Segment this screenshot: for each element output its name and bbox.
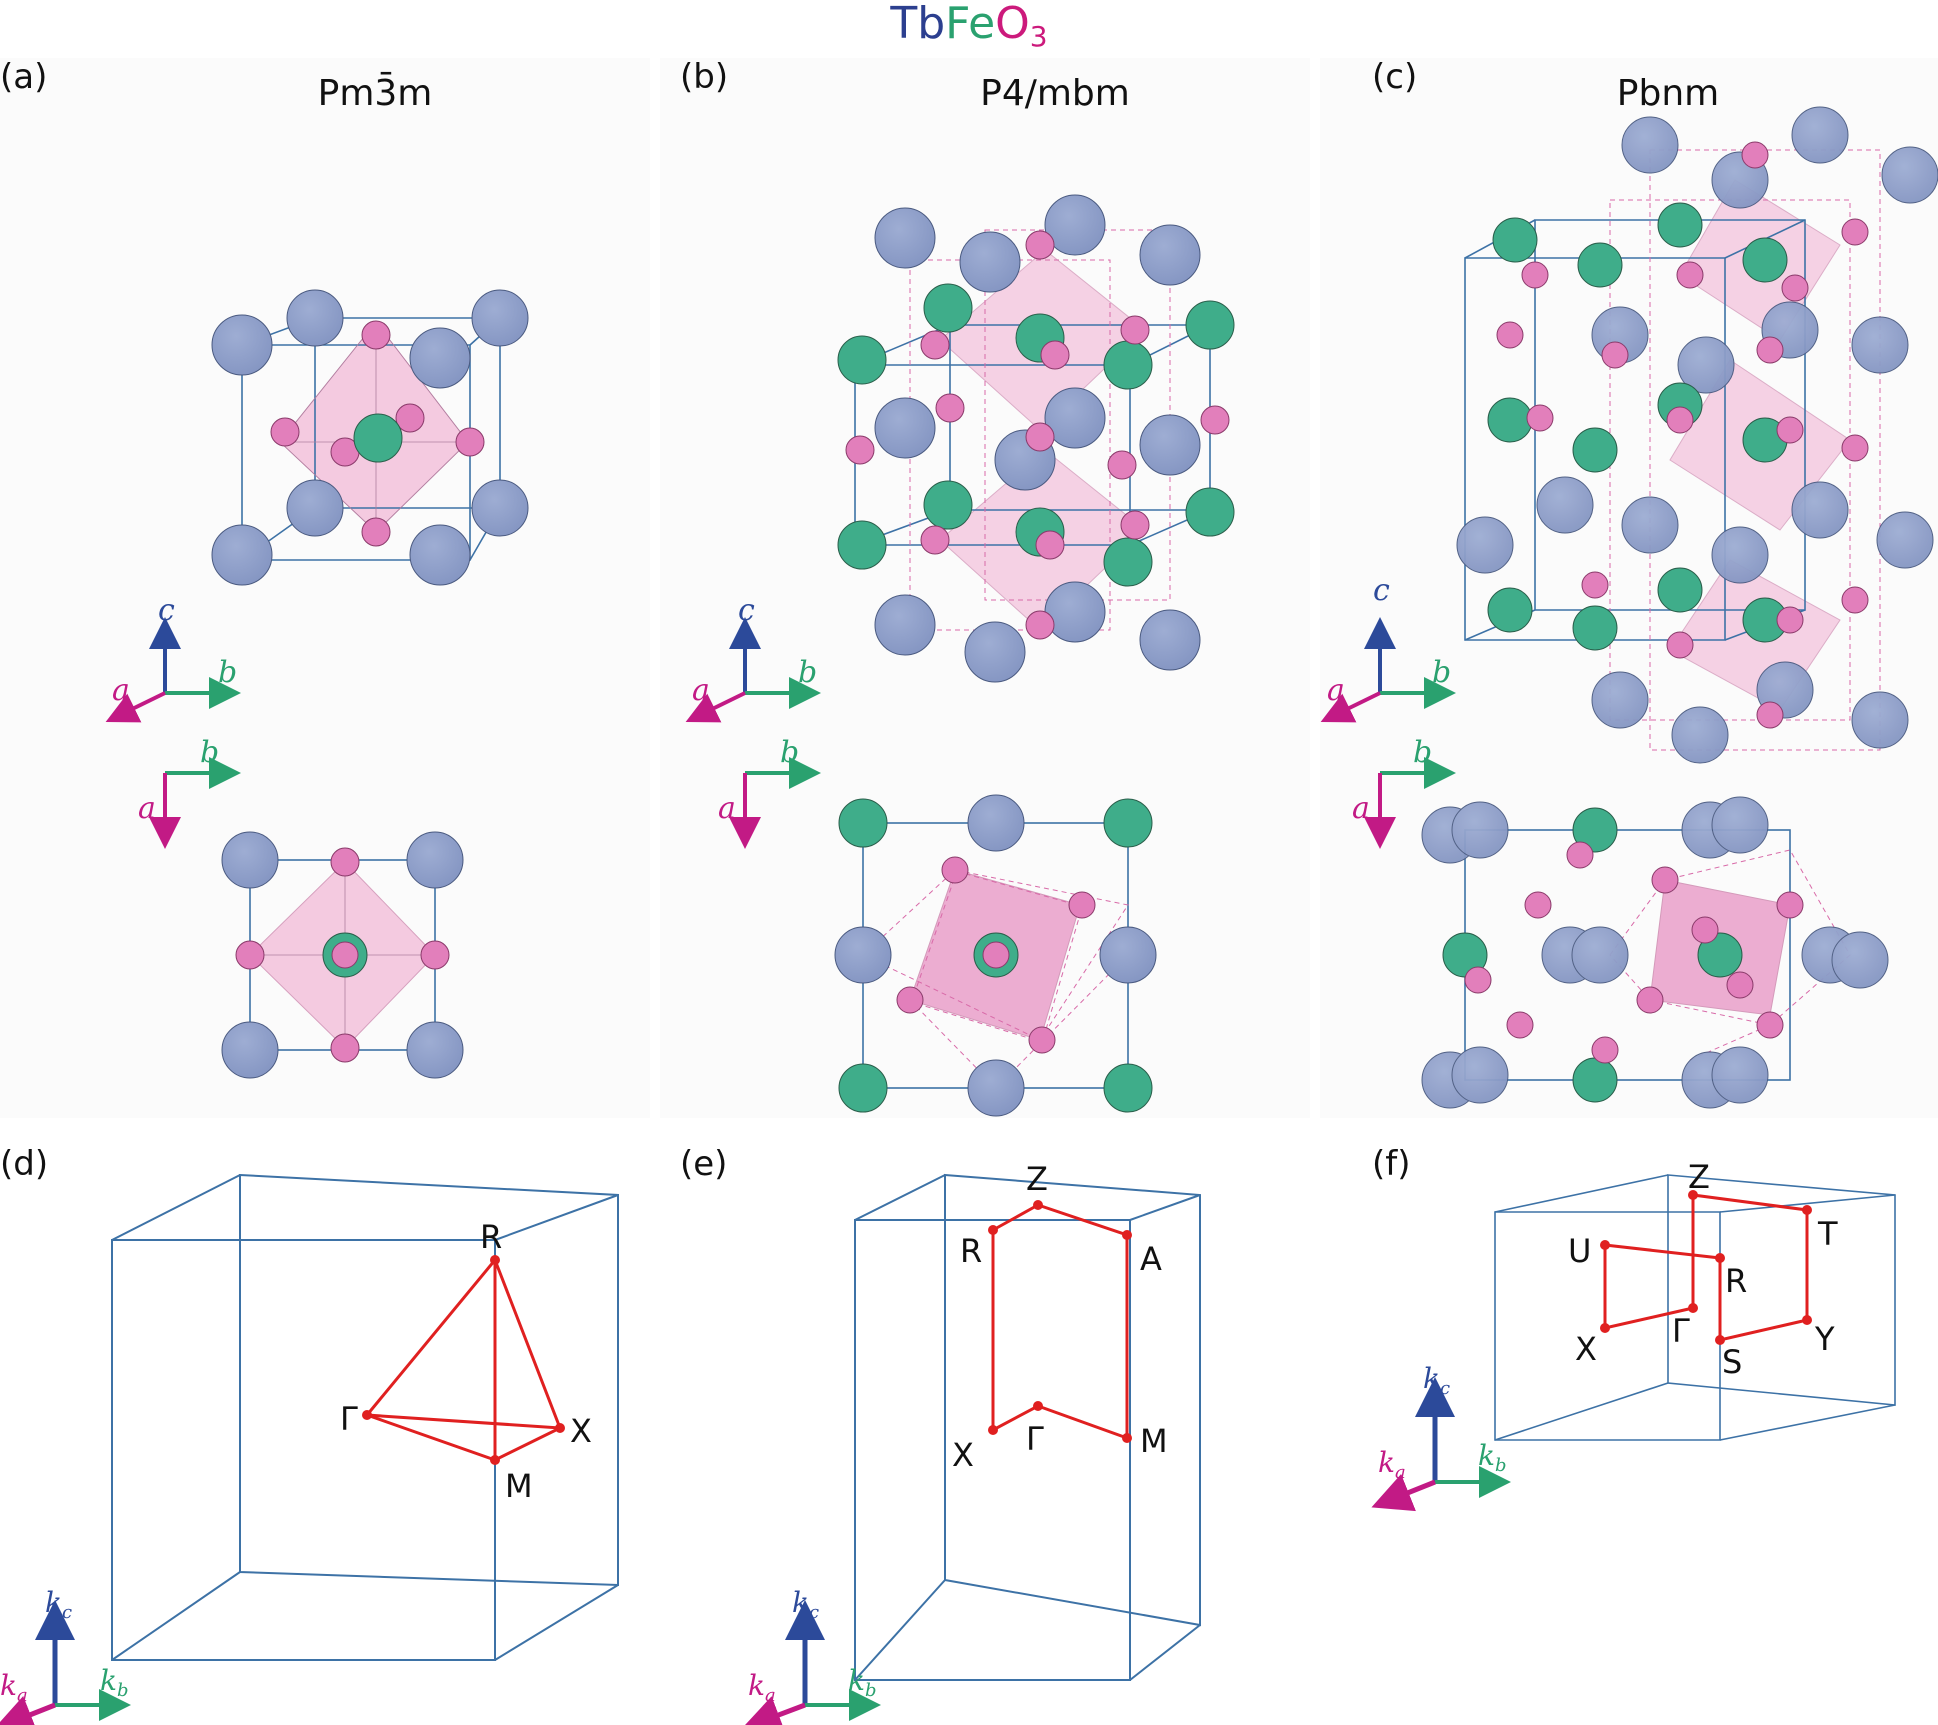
kpoint-f-R: R [1725, 1262, 1747, 1300]
structure-a-perspective [211, 289, 529, 586]
axis-top-a: b a [138, 735, 241, 849]
svg-text:kc: kc [1423, 1362, 1450, 1399]
kpoint-f-Y: Y [1814, 1320, 1835, 1358]
panel-label-f: (f) [1372, 1144, 1411, 1184]
panel-label-b: (b) [680, 57, 728, 97]
kpoint-e-R: R [960, 1232, 982, 1270]
svg-text:ka: ka [0, 1669, 28, 1706]
svg-text:kb: kb [100, 1664, 129, 1701]
axis-label-a: a [138, 791, 156, 826]
axis-label-c: c [738, 593, 755, 628]
axis-top-b: b a [718, 735, 821, 849]
structure-a-top [221, 831, 464, 1079]
axis-label-b: b [1413, 735, 1432, 770]
axis-label-b: b [200, 735, 219, 770]
kpath-d [363, 1257, 563, 1462]
kaxis-triad-e: kc kb ka [741, 1586, 881, 1725]
title-o: O [995, 0, 1030, 49]
kpath-f [1603, 1193, 1809, 1342]
structure-c-perspective [1456, 106, 1938, 764]
axis-label-a: a [1352, 791, 1370, 826]
axis-triad-c: c b a [1320, 573, 1456, 723]
space-group-c: Pbnm [1617, 73, 1719, 114]
svg-text:kb: kb [1478, 1439, 1507, 1476]
kpoint-f-G: Γ [1672, 1312, 1690, 1350]
axis-label-a: a [692, 673, 710, 708]
axis-label-c: c [158, 593, 175, 628]
axis-label-a: a [1327, 673, 1345, 708]
panel-label-a: (a) [0, 57, 47, 97]
kpoint-e-Z: Z [1026, 1160, 1048, 1198]
axis-label-c: c [1373, 573, 1390, 608]
title-fe: Fe [945, 0, 995, 49]
svg-text:kc: kc [792, 1586, 819, 1623]
svg-text:kb: kb [848, 1664, 877, 1701]
title-sub: 3 [1030, 20, 1048, 53]
axis-label-b: b [780, 735, 799, 770]
svg-text:ka: ka [1378, 1446, 1406, 1483]
title-tb: Tb [889, 0, 945, 49]
axis-triad-b: c b a [685, 593, 821, 723]
axis-label-b: b [218, 655, 237, 690]
kpoint-e-M: M [1140, 1422, 1168, 1460]
kaxis-triad-f: kc kb ka [1371, 1362, 1511, 1512]
axis-label-b: b [798, 655, 817, 690]
figure-title: TbFeO3 [889, 0, 1047, 53]
kpoint-f-Z: Z [1688, 1158, 1710, 1196]
kpath-e [991, 1203, 1129, 1441]
panel-label-e: (e) [680, 1144, 727, 1184]
brillouin-zone-e [854, 1173, 1201, 1681]
kaxis-triad-d: kc kb ka [0, 1586, 131, 1725]
tb-atoms-a [211, 289, 529, 586]
panel-label-d: (d) [0, 1144, 48, 1184]
kpoint-d-M: M [505, 1467, 533, 1505]
brillouin-zone-d [111, 1173, 619, 1661]
kpoint-d-X: X [570, 1412, 592, 1450]
axis-label-b: b [1432, 655, 1451, 690]
structure-b-perspective [837, 194, 1235, 683]
kpoint-e-G: Γ [1026, 1420, 1044, 1458]
o-atoms-a [270, 320, 485, 547]
panel-label-c: (c) [1372, 57, 1417, 97]
kpoint-e-A: A [1140, 1240, 1162, 1278]
kpoint-f-S: S [1722, 1343, 1742, 1381]
fe-atom-a [353, 413, 403, 463]
svg-text:ka: ka [748, 1669, 776, 1706]
structure-b-top [834, 794, 1157, 1117]
kpoint-d-G: Γ [340, 1400, 358, 1438]
space-group-a: Pm3̄m [318, 71, 433, 114]
kpoint-f-T: T [1817, 1215, 1838, 1253]
kpoint-f-U: U [1568, 1232, 1591, 1270]
kpoint-d-R: R [480, 1218, 502, 1256]
structure-c-top [1421, 796, 1889, 1109]
axis-label-a: a [112, 673, 130, 708]
axis-triad-a: c b a [105, 593, 241, 723]
kpoint-e-X: X [952, 1436, 974, 1474]
axis-label-a: a [718, 791, 736, 826]
axis-top-c: b a [1352, 735, 1456, 849]
kpoint-f-X: X [1575, 1330, 1597, 1368]
svg-text:kc: kc [45, 1586, 72, 1623]
space-group-b: P4/mbm [980, 73, 1130, 114]
